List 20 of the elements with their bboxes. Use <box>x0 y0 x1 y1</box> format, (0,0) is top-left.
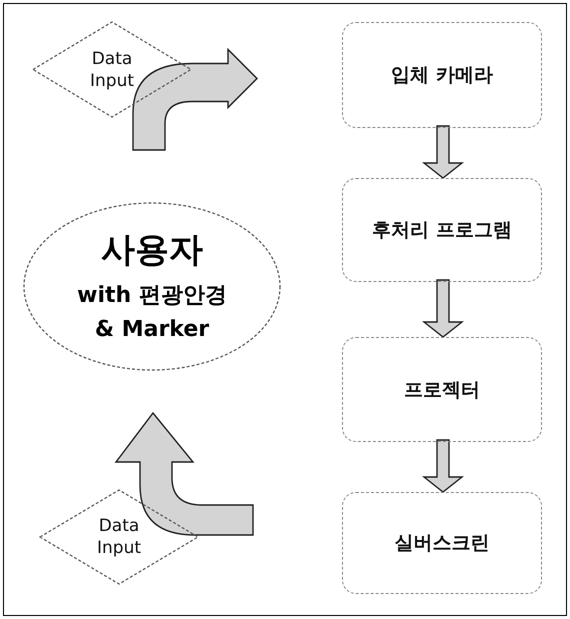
node-label: 프로젝터 <box>404 378 480 402</box>
node-label: 입체 카메라 <box>391 63 493 88</box>
process-box <box>342 337 542 442</box>
block-arrow <box>422 439 464 493</box>
user-title: 사용자 <box>101 228 203 272</box>
block-arrow <box>422 125 464 179</box>
data-input-diamond <box>40 490 198 584</box>
process-box <box>342 22 542 128</box>
node-label: Data Input <box>96 515 142 559</box>
data-input-diamond <box>33 22 191 117</box>
node-label: 실버스크린 <box>394 531 490 556</box>
node-label: 후처리 프로그램 <box>372 218 512 243</box>
process-box <box>342 492 542 594</box>
block-arrow <box>422 279 464 338</box>
node-label: Data Input <box>88 48 136 92</box>
user-ellipse <box>24 203 280 370</box>
user-subtitle: with 편광안경 & Marker <box>76 282 228 344</box>
process-box <box>342 178 542 282</box>
block-arrow <box>132 48 258 151</box>
block-arrow <box>115 412 254 536</box>
